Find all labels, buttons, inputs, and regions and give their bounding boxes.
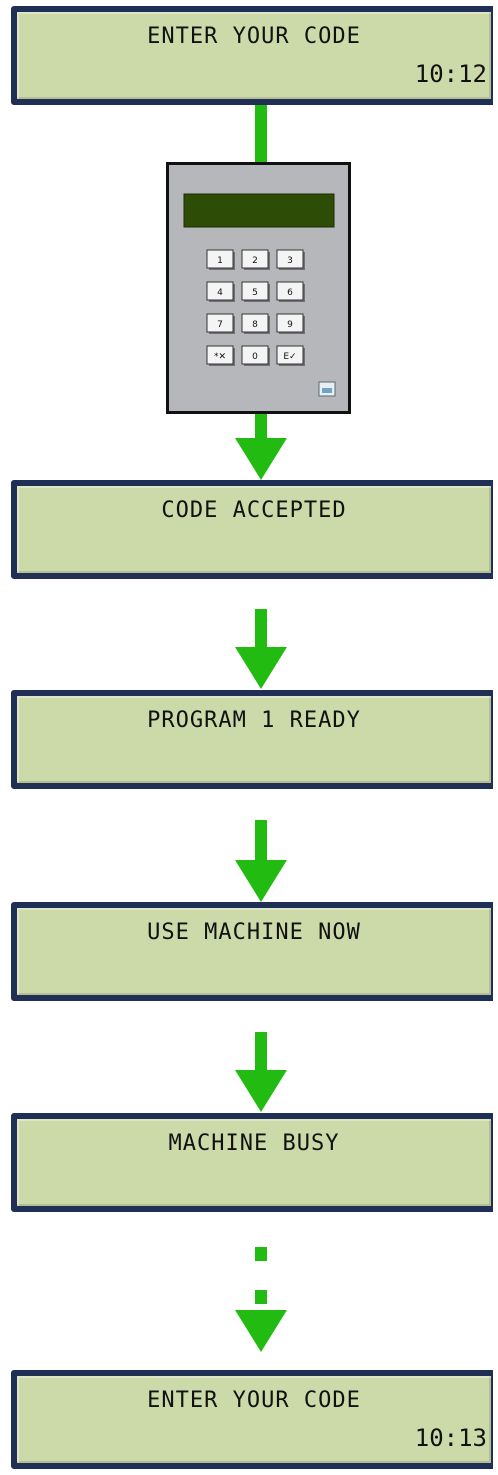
- keypad-key-label: 3: [287, 256, 293, 266]
- keypad-key: 9: [276, 313, 305, 334]
- keypad-keys: 1 2 3 4 5 6 7 8 9 *✕ 0 E✓: [206, 249, 305, 366]
- lcd-screen-machine-busy: MACHINE BUSY: [11, 1113, 493, 1212]
- keypad-key-label: 4: [217, 288, 223, 298]
- connector-line: [255, 105, 267, 165]
- keypad-key-label: E✓: [283, 352, 296, 362]
- keypad-key-label: 7: [217, 320, 223, 330]
- keypad-key: 2: [241, 249, 270, 270]
- keypad-key-label: 0: [252, 352, 258, 362]
- keypad-key: 8: [241, 313, 270, 334]
- arrow-down-icon: [235, 438, 287, 480]
- lcd-screen-program-ready: PROGRAM 1 READY: [11, 690, 493, 789]
- keypad-key-label: 1: [217, 256, 223, 266]
- connector-dash: [255, 1247, 267, 1261]
- keypad-key: 1: [206, 249, 235, 270]
- lcd-line-1: ENTER YOUR CODE: [147, 1388, 361, 1413]
- lcd-line-1: CODE ACCEPTED: [161, 498, 347, 523]
- connector-line: [255, 609, 267, 649]
- arrow-down-icon: [235, 647, 287, 689]
- keypad-lcd: [183, 193, 335, 228]
- keypad-key: 0: [241, 345, 270, 366]
- keypad-key-label: 5: [252, 288, 258, 298]
- lcd-line-1: PROGRAM 1 READY: [147, 708, 361, 733]
- keypad-key-label: 8: [252, 320, 258, 330]
- connector-dash: [255, 1290, 267, 1304]
- keypad-key: E✓: [276, 345, 305, 366]
- connector-line: [255, 1032, 267, 1072]
- lcd-screen-enter-code: ENTER YOUR CODE 10:12: [11, 6, 493, 105]
- lcd-line-1: MACHINE BUSY: [168, 1131, 340, 1156]
- connector-line: [255, 820, 267, 862]
- lcd-screen-use-machine: USE MACHINE NOW: [11, 902, 493, 1001]
- connector-line: [255, 412, 267, 440]
- keypad-key: 6: [276, 281, 305, 302]
- brand-logo-icon: [318, 381, 336, 397]
- lcd-line-1: ENTER YOUR CODE: [147, 24, 361, 49]
- keypad-key: 4: [206, 281, 235, 302]
- keypad-key-label: *✕: [214, 352, 226, 362]
- keypad-key: 7: [206, 313, 235, 334]
- keypad-key: 3: [276, 249, 305, 270]
- arrow-down-icon: [235, 860, 287, 902]
- arrow-down-icon: [235, 1310, 287, 1352]
- keypad-key-label: 2: [252, 256, 258, 266]
- arrow-down-icon: [235, 1070, 287, 1112]
- lcd-clock: 10:13: [414, 1424, 487, 1452]
- lcd-screen-enter-code-again: ENTER YOUR CODE 10:13: [11, 1370, 493, 1469]
- keypad-key-label: 9: [287, 320, 293, 330]
- keypad-device: 1 2 3 4 5 6 7 8 9 *✕ 0 E✓: [166, 162, 351, 414]
- lcd-screen-code-accepted: CODE ACCEPTED: [11, 480, 493, 579]
- keypad-key: 5: [241, 281, 270, 302]
- keypad-key-label: 6: [287, 288, 293, 298]
- lcd-line-1: USE MACHINE NOW: [147, 920, 361, 945]
- keypad-key: *✕: [206, 345, 235, 366]
- lcd-clock: 10:12: [414, 60, 487, 88]
